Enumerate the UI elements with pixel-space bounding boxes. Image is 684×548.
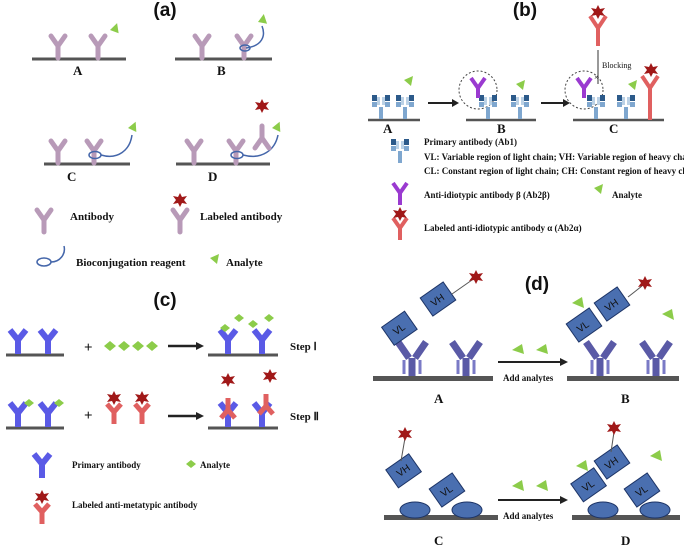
plus-step1: + (84, 340, 93, 356)
panel-a-sub-A: A (73, 63, 83, 78)
bioconjugation-legend-icon (36, 257, 52, 267)
panel-a-label: (a) (153, 0, 176, 21)
panel-b-sub-B: B (497, 121, 506, 136)
antibody-legend-icon (37, 210, 51, 232)
analyte-legend-icon (210, 254, 219, 264)
labeled-c-legend-icon (35, 490, 49, 504)
blocking-text: Blocking (602, 61, 631, 70)
legend-anti-beta: Anti-idiotypic antibody β (Ab2β) (424, 190, 550, 200)
legend-analyte-c: Analyte (200, 460, 230, 470)
legend-primary-c: Primary antibody (72, 460, 141, 470)
panel-a-scene-D: D (176, 99, 283, 184)
panel-b-sub-A: A (383, 121, 393, 136)
panel-a-scene-C: C (44, 121, 139, 184)
legend-analyte-b: Analyte (612, 190, 642, 200)
panel-c: (c) + Step Ⅰ + (6, 290, 319, 524)
legend-antibody: Antibody (70, 211, 115, 223)
add-analytes-bottom: Add analytes (503, 511, 554, 521)
panel-d-sub-C: C (434, 533, 443, 548)
panel-d-sub-B: B (621, 391, 630, 406)
primary-antibody-legend-icon (391, 139, 409, 163)
legend-labeled-antibody: Labeled antibody (200, 211, 283, 223)
legend-bioconjugation: Bioconjugation reagent (76, 257, 186, 269)
legend-analyte-a: Analyte (226, 257, 263, 269)
panel-a-sub-D: D (208, 169, 217, 184)
analyte-c-legend-icon (186, 460, 196, 468)
panel-d-sub-D: D (621, 533, 630, 548)
anti-beta-legend-icon (391, 181, 409, 205)
panel-a-scene-B: B (175, 14, 272, 78)
panel-b-label: (b) (513, 0, 537, 21)
legend-primary-ab1: Primary antibody (Ab1) (424, 137, 517, 147)
step2-label: Step Ⅱ (290, 411, 319, 423)
legend-labeled-alpha: Labeled anti-idiotypic antibody α (Ab2α) (424, 223, 582, 233)
legend-vl-vh: VL: Variable region of light chain; VH: … (424, 152, 684, 162)
step1-label: Step Ⅰ (290, 341, 317, 353)
legend-cl-ch: CL: Constant region of light chain; CH: … (424, 166, 684, 176)
panel-d-label: (d) (525, 274, 549, 295)
panel-d: (d) VL VH A Add analytes VL (373, 270, 680, 548)
panel-a-sub-B: B (217, 63, 226, 78)
panel-a-legend: Antibody Labeled antibody Bioconjugation… (37, 193, 283, 269)
legend-labeled-c: Labeled anti-metatypic antibody (72, 500, 198, 510)
add-analytes-top: Add analytes (503, 373, 554, 383)
blocking-x: × (594, 73, 599, 82)
panel-a-scene-A: A (32, 23, 126, 78)
panel-a-sub-C: C (67, 169, 76, 184)
plus-step2: + (84, 408, 93, 424)
panel-a: (a) A B C (32, 0, 283, 269)
primary-antibody-c-legend-icon (34, 454, 50, 478)
panel-d-sub-A: A (434, 391, 444, 406)
panel-c-label: (c) (153, 290, 176, 311)
labeled-antibody-legend-icon (173, 193, 187, 207)
analyte-b-legend-icon (594, 184, 603, 194)
panel-b-sub-C: C (609, 121, 618, 136)
panel-b: (b) A B Blocking × C (368, 0, 684, 240)
